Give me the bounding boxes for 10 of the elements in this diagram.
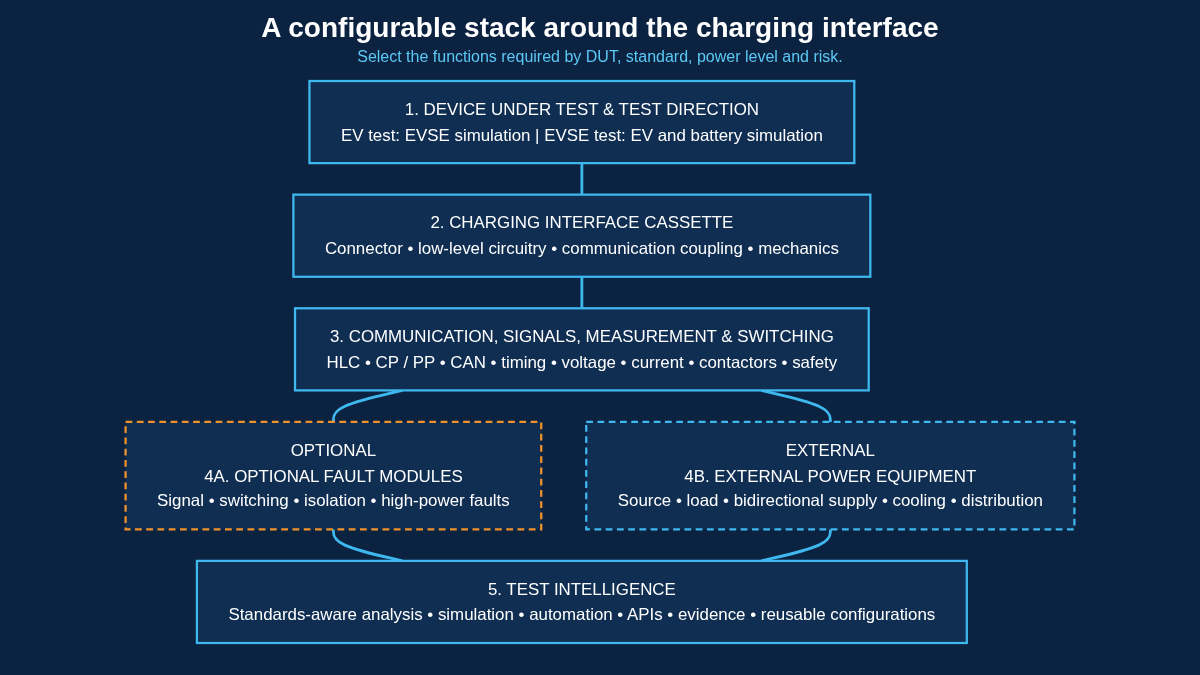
node-box: OPTIONAL 4A. OPTIONAL FAULT MODULES Signal • switching • isolation • high-power faults	[124, 420, 543, 531]
node-box: EXTERNAL 4B. EXTERNAL POWER EQUIPMENT Source • load • bidirectional supply • cooling • distribution	[585, 420, 1076, 531]
title: A configurable stack around the charging interface	[261, 12, 939, 44]
connector	[580, 276, 584, 309]
connector	[580, 163, 584, 195]
subtitle: Select the functions required by DUT, standard, power level and risk.	[357, 48, 843, 66]
node-box: 2. CHARGING INTERFACE CASSETTE Connector • low-level circuitry • communication coupling • mechanics	[292, 193, 872, 278]
node-box: 5. TEST INTELLIGENCE Standards-aware analysis • simulation • automation • APIs • evidence • reusable configurations	[195, 559, 968, 645]
node-box: 1. DEVICE UNDER TEST & TEST DIRECTION EV test: EVSE simulation | EVSE test: EV and battery simulation	[308, 79, 856, 165]
node-box: 3. COMMUNICATION, SIGNALS, MEASUREMENT & SWITCHING HLC • CP / PP • CAN • timing • voltage • current • contactors • safety	[293, 307, 870, 392]
